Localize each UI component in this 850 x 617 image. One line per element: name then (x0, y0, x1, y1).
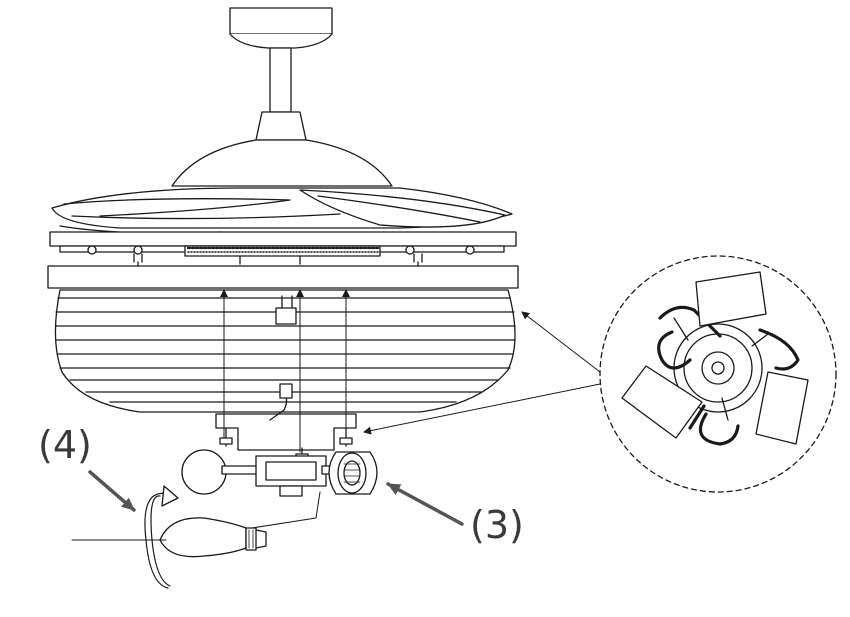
light-socket (328, 451, 378, 495)
detail-leader-lines (363, 311, 601, 435)
downrod (255, 47, 307, 141)
rotation-arrow (144, 485, 179, 589)
guide-lines (220, 289, 350, 453)
light-kit-hub (215, 383, 357, 451)
cage-top-rim (47, 265, 519, 289)
wire-connector-top (695, 271, 767, 327)
callout-step-3: (3) (470, 503, 524, 547)
mounting-plate (49, 231, 517, 267)
detail-view (599, 255, 837, 493)
edison-bulb (71, 517, 267, 558)
callout-arrows (88, 470, 464, 526)
callout-step-4: (4) (38, 423, 92, 467)
ceiling-canopy (229, 7, 333, 49)
light-cage (54, 289, 516, 413)
motor-housing (171, 139, 393, 187)
wire-connector-left (621, 365, 703, 439)
socket-bracket (181, 449, 339, 497)
fan-blades (51, 187, 513, 234)
wire-connector-right (755, 371, 809, 445)
bulb-guide-line (251, 491, 321, 529)
